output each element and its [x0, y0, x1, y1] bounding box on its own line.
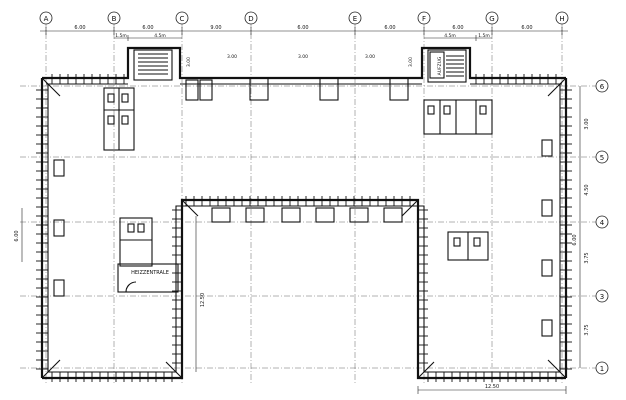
right-dimension-chain: 3.00 4.50 3.75 6.00 3.75 — [572, 86, 590, 368]
axis-label-e: E — [353, 15, 357, 23]
window-bay — [211, 207, 231, 223]
axis-label-d: D — [248, 15, 253, 23]
axis-label-h: H — [559, 15, 564, 23]
dim-b-c: 6.00 — [142, 25, 153, 31]
window-bay — [245, 207, 265, 223]
top-dimension-chain: 6.00 6.00 9.00 6.00 6.00 6.00 6.00 1.5m … — [40, 25, 568, 41]
dim-right-1: 3.00 — [584, 118, 590, 129]
dim-right-5: 3.75 — [584, 324, 590, 335]
window-bay — [53, 219, 65, 237]
window-bay — [53, 279, 65, 297]
subdim-1: 1.5m — [115, 33, 127, 39]
dim-e-f: 6.00 — [384, 25, 395, 31]
subdim-2: 4.5m — [154, 33, 166, 39]
facade-mullions — [36, 74, 572, 382]
window-bay — [389, 77, 409, 101]
window-bay — [185, 79, 199, 101]
subdim-3: 4.5m — [444, 33, 456, 39]
row-axis-labels: 6 5 4 3 1 — [595, 79, 609, 375]
window-bay — [319, 77, 339, 101]
axis-label-f: F — [422, 15, 426, 23]
grid-lines — [20, 22, 606, 385]
dim-right-4: 6.00 — [572, 234, 578, 245]
axis-label-1: 1 — [600, 365, 604, 373]
axis-label-6: 6 — [600, 83, 605, 91]
opening-dim-1: 3.00 — [186, 57, 192, 67]
opening-dim-3: 3.00 — [298, 54, 308, 60]
window-bay — [383, 207, 403, 223]
window-bay — [249, 77, 269, 101]
stair-core-left — [133, 49, 173, 81]
axis-label-3: 3 — [600, 293, 604, 301]
axis-label-c: C — [180, 15, 185, 23]
heating-room: HEIZZENTRALE — [117, 263, 179, 293]
sanitary-lower-right — [447, 231, 489, 261]
axis-label-4: 4 — [600, 219, 605, 227]
column-axis-labels: A B C D E F G H — [39, 11, 569, 25]
axis-label-g: G — [489, 15, 494, 23]
sanitary-lower-left — [119, 217, 153, 267]
bottom-dimension: 12.50 — [417, 384, 567, 394]
axis-label-a: A — [44, 15, 49, 23]
opening-dim-4: 3.00 — [365, 54, 375, 60]
axis-label-b: B — [112, 15, 117, 23]
window-bay — [315, 207, 335, 223]
dim-inner-vertical: 12.50 — [200, 293, 206, 307]
dim-c-d: 9.00 — [210, 25, 221, 31]
left-dimension: 6.00 — [14, 208, 23, 262]
window-bay — [281, 207, 301, 223]
central-window-bays — [53, 77, 553, 337]
dim-d-e: 6.00 — [297, 25, 308, 31]
window-bay — [349, 207, 369, 223]
building-walls — [40, 46, 568, 380]
dim-left: 6.00 — [14, 230, 20, 241]
window-bay — [53, 159, 65, 177]
window-bay — [541, 319, 553, 337]
elevator-core-right: AUFZUG — [427, 49, 467, 83]
window-bay — [541, 199, 553, 217]
opening-dimensions: 3.00 3.00 3.00 3.00 3.00 — [186, 54, 414, 67]
dim-bottom: 12.50 — [485, 384, 499, 390]
window-bay — [541, 259, 553, 277]
dim-f-g: 6.00 — [452, 25, 463, 31]
dim-right-2: 4.50 — [584, 184, 590, 195]
dim-g-h: 6.00 — [521, 25, 532, 31]
opening-dim-5: 3.00 — [408, 57, 414, 67]
sanitary-left — [103, 87, 135, 151]
subdim-4: 1.5m — [478, 33, 490, 39]
dim-a-b: 6.00 — [74, 25, 85, 31]
window-bay — [199, 79, 213, 101]
opening-dim-2: 3.00 — [227, 54, 237, 60]
sanitary-right — [423, 99, 493, 135]
dim-right-3: 3.75 — [584, 252, 590, 263]
label-heizzentrale: HEIZZENTRALE — [131, 270, 169, 276]
window-bay — [541, 139, 553, 157]
inner-vertical-dimension: 12.50 — [195, 216, 206, 372]
label-aufzug: AUFZUG — [437, 56, 443, 75]
axis-label-5: 5 — [600, 154, 604, 162]
